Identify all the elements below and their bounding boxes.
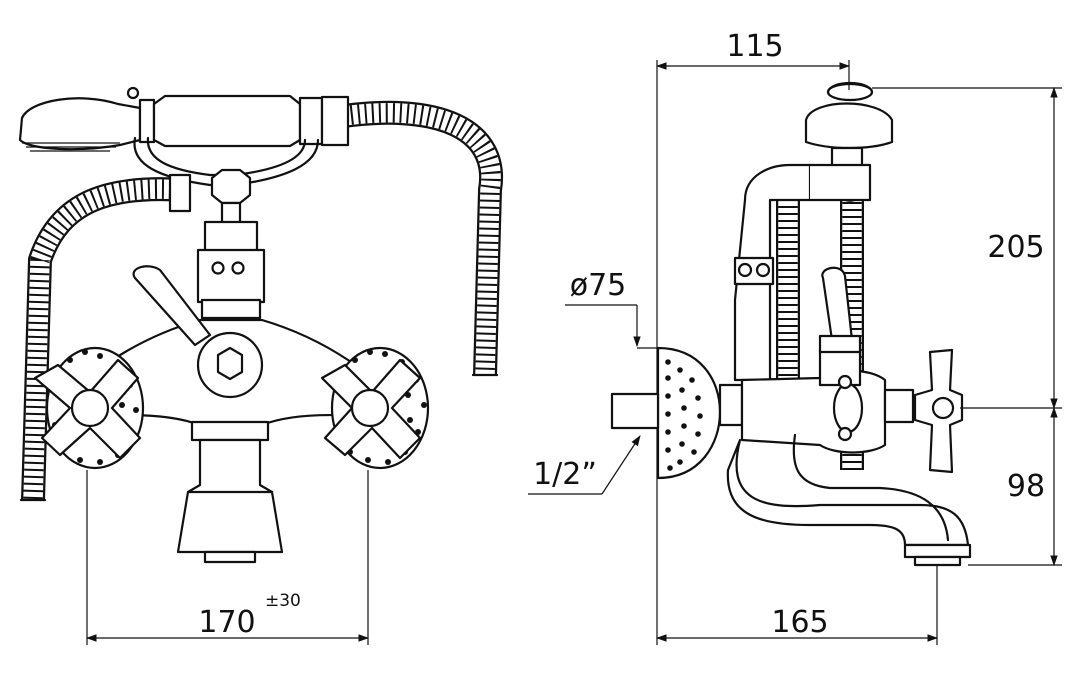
front-spout — [176, 420, 284, 564]
width-label: 170 — [198, 605, 255, 640]
side-cross-handle — [913, 348, 964, 474]
left-valve — [33, 346, 145, 470]
front-view: 170 ±30 — [18, 86, 504, 645]
right-valve — [320, 346, 430, 470]
width-dimension — [85, 470, 370, 645]
wall-flange — [610, 346, 722, 480]
projection-dimension — [655, 60, 851, 90]
side-shower-head — [804, 82, 894, 202]
projection-label: 115 — [726, 29, 783, 64]
thread-label: 1/2” — [533, 457, 597, 492]
tolerance-label: ±30 — [265, 591, 301, 611]
depth-label: 165 — [771, 605, 828, 640]
side-column — [733, 163, 812, 382]
height-dimensions — [872, 86, 1062, 567]
side-spout — [726, 433, 972, 567]
diameter-leader — [565, 304, 657, 349]
diverter-lever — [132, 265, 212, 347]
shower-cradle — [133, 136, 320, 225]
left-hose — [19, 177, 186, 502]
height-label: 205 — [987, 230, 1044, 265]
shower-handle — [152, 94, 350, 148]
right-hose — [328, 100, 504, 377]
side-body — [718, 266, 915, 454]
central-column — [196, 220, 266, 320]
depth-dimension — [655, 565, 939, 645]
flange-diameter-label: ø75 — [570, 268, 627, 303]
shower-head — [18, 86, 156, 152]
side-view: 115 165 205 98 ø75 1/2” — [528, 29, 1062, 645]
thread-leader — [528, 435, 641, 495]
mixer-body — [58, 318, 402, 427]
spout-height-label: 98 — [1007, 469, 1045, 504]
